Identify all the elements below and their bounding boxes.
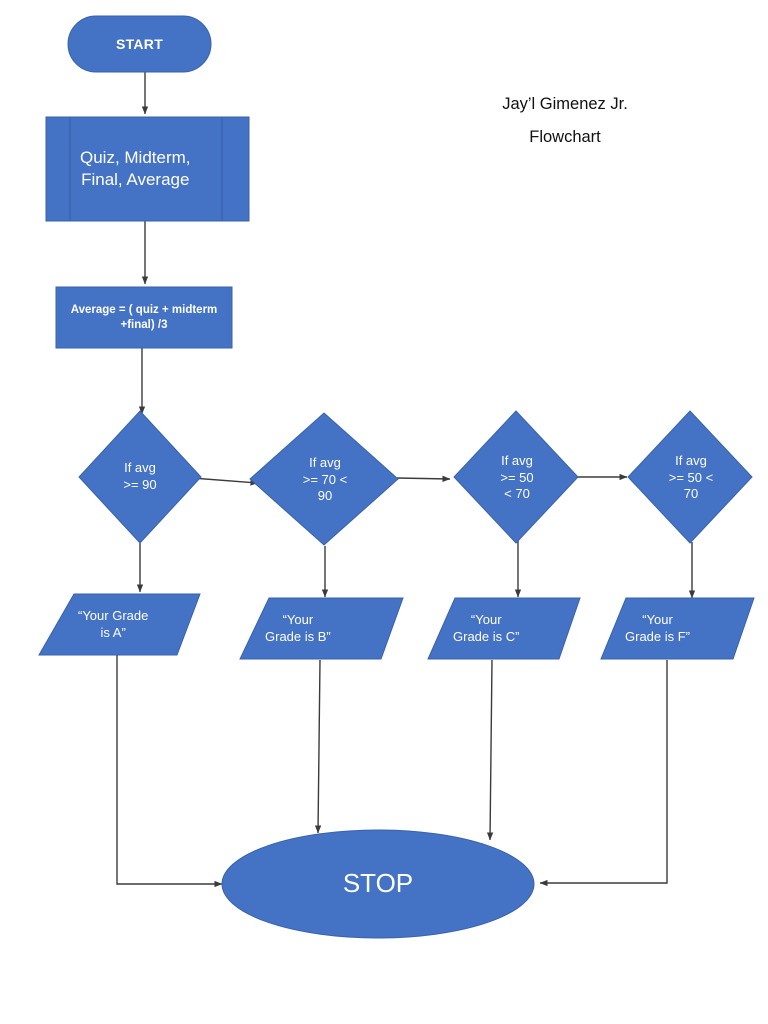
- title-block: Jay’l Gimenez Jr. Flowchart: [430, 88, 700, 154]
- edge-output-a-to-stop: [116, 655, 223, 888]
- edge-output-b-to-stop: [314, 659, 322, 834]
- node-decision-b-shape[interactable]: [249, 412, 399, 546]
- document-subtitle: Flowchart: [529, 128, 601, 146]
- node-process-shape[interactable]: [55, 286, 233, 349]
- node-output-f-shape[interactable]: [600, 597, 755, 660]
- node-stop-shape[interactable]: [221, 829, 535, 939]
- edge-output-c-to-stop: [486, 659, 494, 841]
- node-decision-f-shape[interactable]: [627, 410, 753, 544]
- node-decision-c-shape[interactable]: [453, 410, 579, 544]
- edge-decision-b-to-decision-c: [396, 475, 451, 483]
- node-input-shape[interactable]: [45, 116, 250, 222]
- node-output-a-shape[interactable]: [38, 593, 201, 656]
- edge-output-f-to-stop: [539, 660, 668, 887]
- node-start-shape[interactable]: [67, 15, 212, 73]
- node-output-b-shape[interactable]: [239, 597, 404, 660]
- author-name: Jay’l Gimenez Jr.: [502, 95, 628, 113]
- node-output-c-shape[interactable]: [427, 597, 581, 660]
- node-decision-a-shape[interactable]: [78, 410, 202, 544]
